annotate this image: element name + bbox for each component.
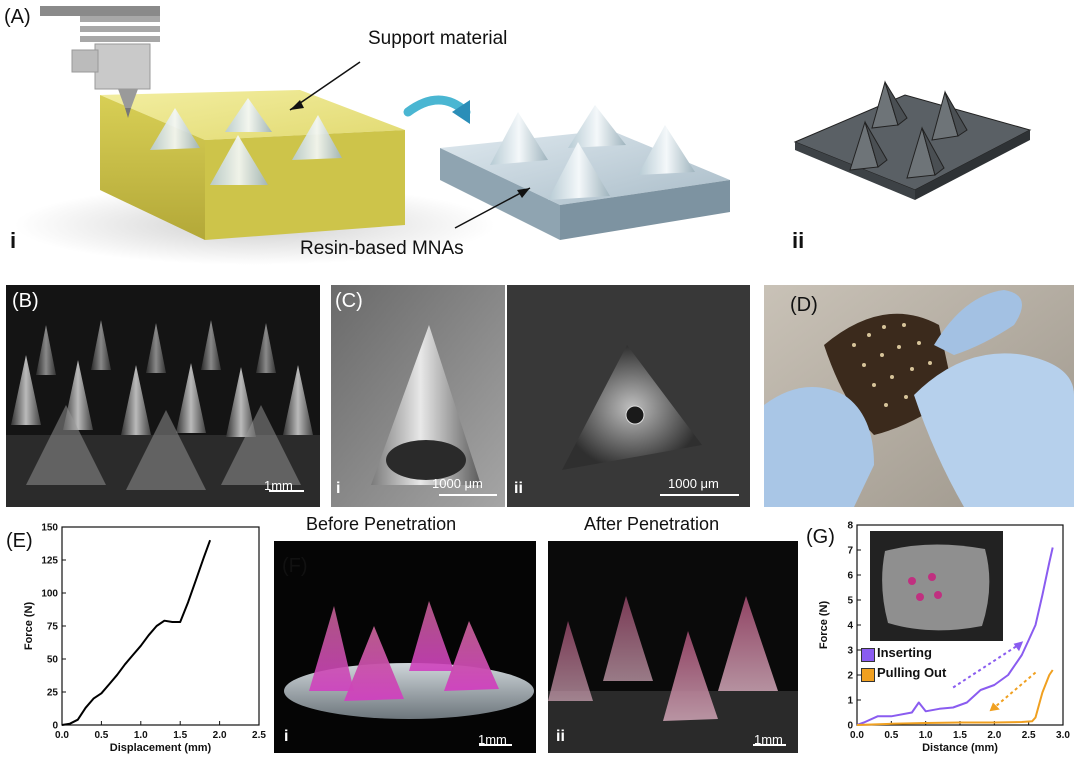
panel-d-photo: [764, 285, 1074, 507]
x-axis-title: Distance (mm): [922, 742, 998, 754]
resin-mnas-label: Resin-based MNAs: [300, 238, 464, 259]
x-tick-label: 2.5: [252, 730, 266, 741]
legend-swatch-pulling-out: [861, 668, 875, 682]
y-tick-label: 25: [47, 688, 59, 699]
y-tick-label: 50: [47, 655, 59, 666]
x-tick-label: 0.5: [884, 730, 898, 741]
panel-label-e: (E): [6, 530, 33, 552]
panel-label-a: (A): [4, 6, 31, 28]
panel-e-chart: 0.0 0.5 1.0 1.5 2.0 2.5 0 25 50 75 100 125 150Displa…: [23, 523, 266, 755]
panel-label-b: (B): [12, 290, 39, 312]
support-gel-side-right: [205, 130, 405, 240]
x-tick-label: 0.0: [55, 730, 69, 741]
force-displacement-plot: 0.0 0.5 1.0 1.5 2.0 2.5 0 25 50 75 100 125 150Displa…: [23, 523, 266, 755]
panel-f-ii-photo: [548, 541, 798, 753]
panel-b-photo: [6, 285, 320, 507]
support-arrow: [289, 61, 361, 111]
legend-label-pulling-out: Pulling Out: [877, 665, 947, 680]
x-tick-label: 1.5: [173, 730, 187, 741]
y-tick-label: 4: [847, 621, 853, 632]
panel-a-sub-ii: ii: [792, 228, 805, 253]
panel-label-g: (G): [806, 526, 835, 548]
y-tick-label: 0: [847, 721, 853, 732]
y-tick-label: 2: [847, 671, 853, 682]
x-tick-label: 1.5: [953, 730, 967, 741]
resin-microneedle-cones: [490, 105, 695, 200]
x-tick-label: 0.0: [850, 730, 864, 741]
y-tick-label: 6: [847, 571, 853, 582]
flexible-patch-photo: [764, 285, 1074, 507]
panel-label-c: (C): [335, 290, 363, 312]
panel-c-i-scale-label: 1000 μm: [432, 476, 483, 491]
needle-array-photo: [6, 320, 320, 507]
plot-frame: [61, 526, 260, 726]
support-material-label: Support material: [368, 28, 508, 49]
needles-before-photo: [284, 601, 534, 746]
microneedle-cones-in-gel: [150, 98, 342, 185]
y-tick-label: 3: [847, 646, 853, 657]
panel-f-i-scale-label: 1mm: [478, 732, 507, 747]
tissue-inset: [882, 544, 990, 631]
panel-f-sub-ii: ii: [556, 728, 565, 745]
series-line-0: [61, 539, 212, 726]
resin-arrow: [454, 187, 531, 229]
legend-swatch-inserting: [861, 648, 875, 662]
x-tick-label: 2.0: [987, 730, 1001, 741]
needles-after-photo: [548, 596, 798, 753]
panel-c-ii-scale-label: 1000 μm: [668, 476, 719, 491]
panel-c-i-photo: [331, 285, 505, 507]
panel-c-sub-i: i: [336, 480, 341, 497]
sem-needle-top: [507, 285, 750, 507]
y-tick-label: 1: [847, 696, 853, 707]
pulling-arrowhead: [989, 702, 1000, 712]
y-tick-label: 7: [847, 546, 853, 557]
x-tick-label: 2.5: [1022, 730, 1036, 741]
y-axis-title: Force (N): [23, 602, 35, 651]
cad-model: [793, 80, 1032, 200]
x-axis-title: Displacement (mm): [110, 742, 212, 754]
x-tick-label: 1.0: [134, 730, 148, 741]
series-line-1: [856, 669, 1054, 726]
inserting-direction-arrow: [952, 644, 1019, 689]
y-tick-label: 75: [47, 622, 59, 633]
resin-base-left: [440, 148, 560, 240]
after-penetration-title: After Penetration: [584, 514, 720, 534]
panel-f-ii-scale-label: 1mm: [754, 732, 783, 747]
y-tick-label: 8: [847, 521, 853, 532]
legend-label-inserting: Inserting: [877, 645, 932, 660]
y-tick-label: 0: [52, 721, 58, 732]
printer-nozzle: [40, 6, 160, 118]
resin-base-right: [560, 180, 730, 240]
x-tick-label: 1.0: [919, 730, 933, 741]
panel-f-sub-i: i: [284, 728, 289, 745]
y-tick-label: 125: [41, 556, 58, 567]
panel-c-sub-ii: ii: [514, 480, 523, 497]
sem-needle-side: [331, 285, 505, 507]
series-line-0: [856, 547, 1054, 726]
inserting-arrowhead: [1013, 641, 1024, 652]
panel-c-ii-photo: [507, 285, 750, 507]
panel-a-illustration: [15, 6, 1032, 265]
y-tick-label: 150: [41, 523, 58, 534]
panel-f-i-photo: [274, 541, 536, 753]
x-tick-label: 0.5: [94, 730, 108, 741]
before-penetration-title: Before Penetration: [306, 514, 457, 534]
y-tick-label: 100: [41, 589, 58, 600]
y-axis-title: Force (N): [818, 601, 830, 650]
panel-label-d: (D): [790, 294, 818, 316]
panel-a-sub-i: i: [10, 228, 17, 253]
panel-b-scale-label: 1mm: [264, 478, 293, 493]
pulling-direction-arrow: [993, 671, 1037, 709]
x-tick-label: 3.0: [1056, 730, 1070, 741]
x-tick-label: 2.0: [213, 730, 227, 741]
panel-g-inset-photo: [870, 531, 1003, 641]
y-tick-label: 5: [847, 596, 853, 607]
panel-label-f: (F): [282, 555, 308, 577]
